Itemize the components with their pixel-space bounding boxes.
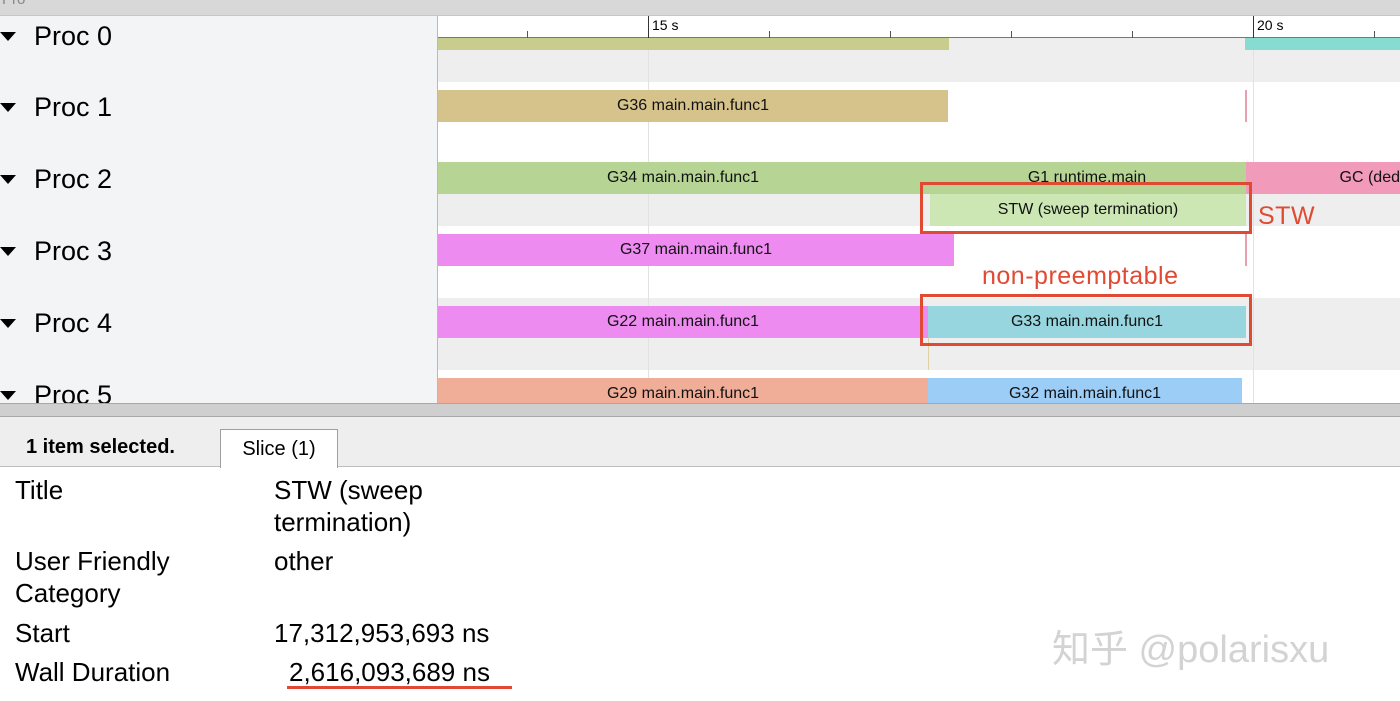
tab-slice[interactable]: Slice (1) (220, 429, 338, 468)
analysis-panel-header: 1 item selected. Slice (1) (0, 417, 1400, 468)
timeline-tracks[interactable]: Proc 0 Proc 1 Proc 2 Proc 3 Proc 4 Proc … (0, 16, 1400, 403)
detail-value-category: other (274, 546, 334, 576)
proc-row-1[interactable]: Proc 1 (0, 87, 112, 127)
proc-row-4[interactable]: Proc 4 (0, 303, 112, 343)
ruler-label-15s: 15 s (652, 17, 679, 33)
time-ruler[interactable]: 15 s 20 s (438, 16, 1400, 38)
slice-stw-sweep-termination[interactable]: STW (sweep termination) (930, 194, 1246, 226)
ruler-tick-major (648, 16, 649, 38)
stw-highlight-box (920, 182, 1252, 234)
expand-triangle-icon[interactable] (0, 102, 16, 112)
window-title: Pro (2, 0, 25, 8)
proc-label: Proc 5 (34, 379, 113, 404)
expand-triangle-icon[interactable] (0, 318, 16, 328)
panel-splitter[interactable] (0, 403, 1400, 417)
detail-key-title: Title (15, 475, 64, 505)
slice-g34[interactable]: G34 main.main.func1 (438, 162, 928, 194)
ruler-tick (1132, 31, 1133, 38)
slice-g1[interactable]: G1 runtime.main (928, 162, 1246, 194)
expand-triangle-icon[interactable] (0, 174, 16, 184)
instant-marker (1245, 90, 1247, 122)
slice-g36[interactable]: G36 main.main.func1 (438, 90, 948, 122)
slice-g32[interactable]: G32 main.main.func1 (928, 378, 1242, 403)
proc-label: Proc 2 (34, 163, 113, 194)
ruler-tick (1011, 31, 1012, 38)
ruler-tick (527, 31, 528, 38)
detail-value-start: 17,312,953,693 ns (274, 618, 490, 648)
instant-marker (1245, 234, 1247, 266)
gridline (648, 38, 649, 403)
duration-underline (287, 686, 512, 689)
ruler-label-20s: 20 s (1257, 17, 1284, 33)
lane-proc-2-sub (438, 194, 1400, 226)
slice-details: Title STW (sweep termination) User Frien… (0, 468, 1400, 701)
ruler-tick (890, 31, 891, 38)
slice-lanes[interactable]: G36 main.main.func1 G34 main.main.func1 … (438, 38, 1400, 403)
proc-label: Proc 1 (34, 91, 113, 122)
gridline (1253, 38, 1254, 403)
g33-highlight-box (920, 294, 1252, 346)
proc-row-3[interactable]: Proc 3 (0, 231, 112, 271)
slice-g29[interactable]: G29 main.main.func1 (438, 378, 928, 403)
slice-g33[interactable]: G33 main.main.func1 (928, 306, 1246, 338)
detail-key-start: Start (15, 618, 70, 648)
expand-triangle-icon[interactable] (0, 246, 16, 256)
detail-key-category: User Friendly Category (15, 546, 170, 608)
slice-proc0-a[interactable] (438, 38, 949, 50)
process-labels: Proc 0 Proc 1 Proc 2 Proc 3 Proc 4 Proc … (0, 16, 438, 403)
slice-gc[interactable]: GC (ded (1246, 162, 1400, 194)
detail-value-title: STW (sweep termination) (274, 475, 423, 537)
proc-label: Proc 0 (34, 20, 113, 51)
expand-triangle-icon[interactable] (0, 390, 16, 400)
instant-marker (928, 338, 929, 370)
proc-row-2[interactable]: Proc 2 (0, 159, 112, 199)
window-title-bar: Pro (0, 0, 1400, 16)
expand-triangle-icon[interactable] (0, 31, 16, 41)
ruler-tick (1374, 31, 1375, 38)
ruler-tick (769, 31, 770, 38)
proc-row-5[interactable]: Proc 5 (0, 375, 112, 403)
stw-annotation: STW (1258, 202, 1316, 230)
proc-label: Proc 3 (34, 235, 113, 266)
selection-count: 1 item selected. (26, 436, 175, 458)
proc-row-0[interactable]: Proc 0 (0, 16, 112, 56)
slice-g22[interactable]: G22 main.main.func1 (438, 306, 928, 338)
proc-label: Proc 4 (34, 307, 113, 338)
detail-key-wall-duration: Wall Duration (15, 657, 171, 687)
slice-g37[interactable]: G37 main.main.func1 (438, 234, 954, 266)
slice-proc0-b[interactable] (1245, 38, 1400, 50)
non-preemptable-annotation: non-preemptable (982, 262, 1179, 290)
ruler-tick-major (1253, 16, 1254, 38)
watermark: 知乎 @polarisxu (1052, 629, 1330, 671)
detail-value-wall-duration: 2,616,093,689 ns (289, 657, 490, 687)
